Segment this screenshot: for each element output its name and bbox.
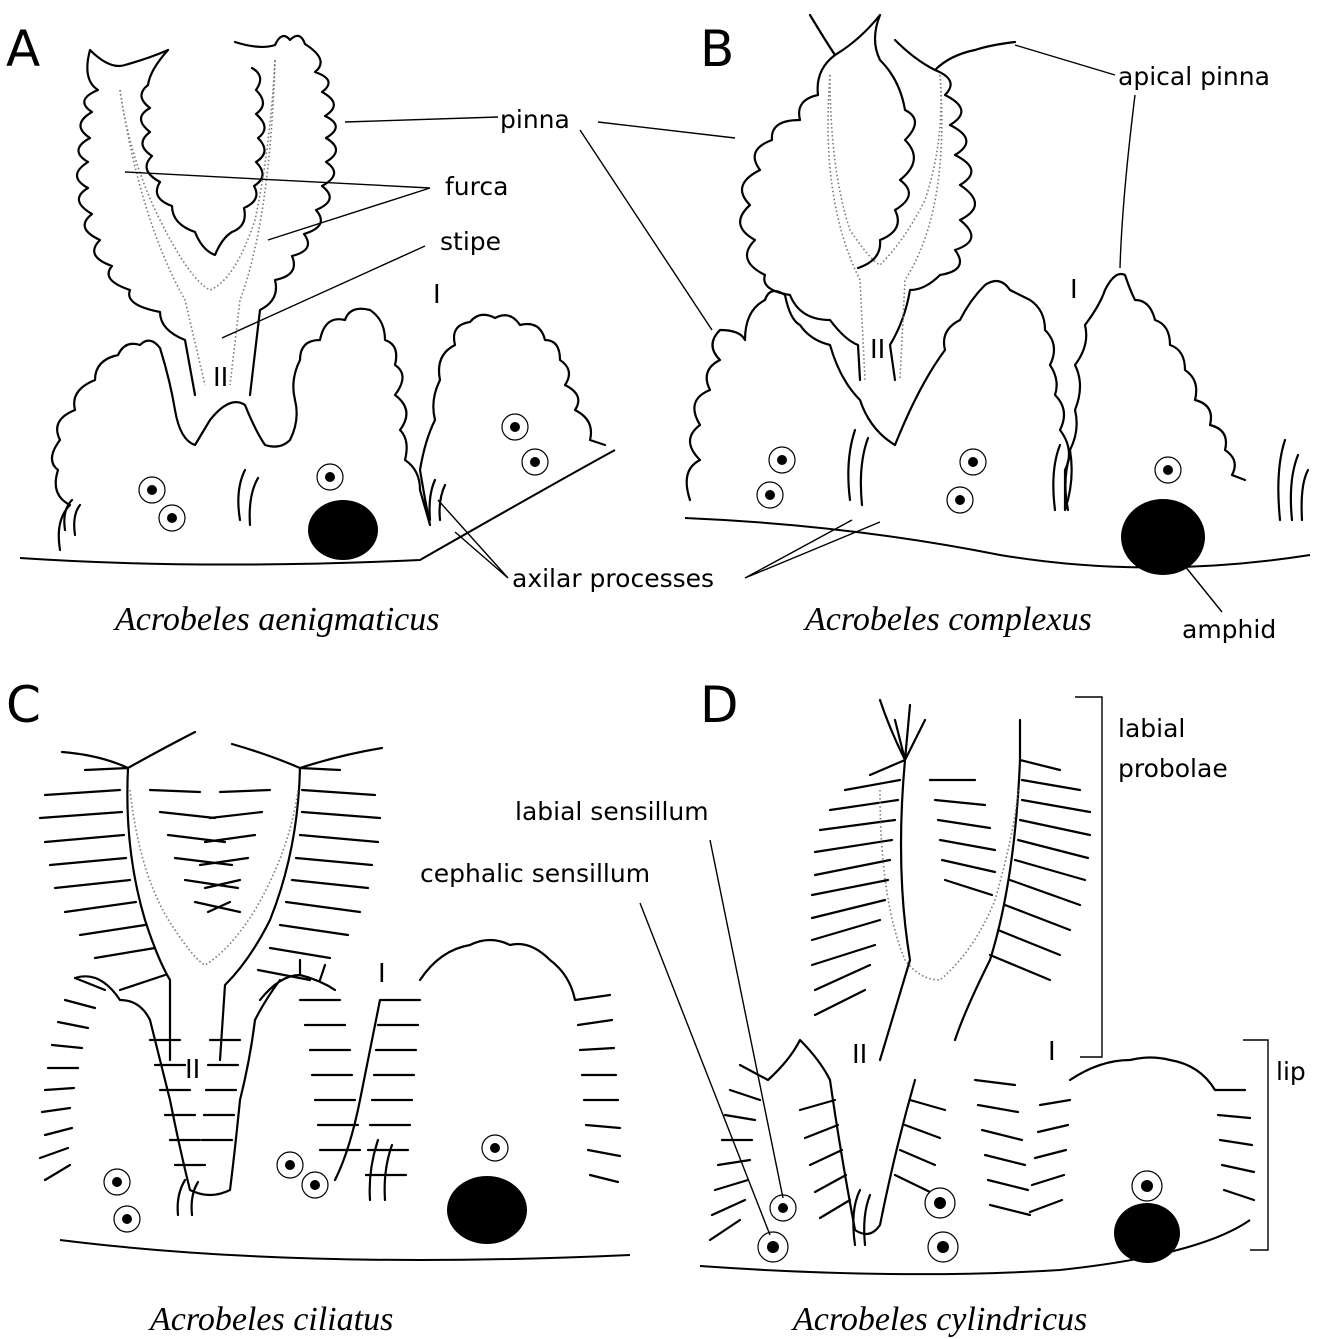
labial-probolae-label-line1: labial [1118,714,1185,743]
sensillum-dot [147,485,157,495]
caption-b: Acrobeles complexus [803,601,1092,638]
sensillum-dot [937,1241,949,1253]
panel-letter-d: D [700,676,739,734]
probola-label-ii: II [185,1055,200,1085]
cephalic-sensillum-label: cephalic sensillum [420,859,650,888]
furca-inner [120,60,275,290]
probola-label-ii: II [213,363,228,393]
labial-sensillum-label: labial sensillum [515,797,709,826]
amphid [1114,1203,1180,1263]
probola-outline [740,15,1015,380]
panel-a: A II I pinna furca stipe axilar processe… [6,20,880,638]
panel-letter-a: A [6,20,40,78]
probola-outline [812,700,1090,1060]
furca-label: furca [445,172,508,201]
panel-letter-c: C [6,676,41,734]
sensillum-dot [167,513,177,523]
probola-outline [40,732,382,1060]
sensillum-dot [1141,1180,1153,1192]
sensillum-dot [934,1197,946,1209]
amphid [308,500,378,560]
apical-pinna-label: apical pinna [1118,62,1270,91]
lip-base [60,1240,630,1260]
pinna-leader [580,122,735,330]
amphid-leader [1180,560,1222,612]
sensillum-dot [767,1241,779,1253]
probola-label-ii: II [870,335,885,365]
amphid [447,1176,527,1244]
probola-label-i: I [1048,1037,1056,1067]
apical-pinna-leader [1015,45,1135,268]
furca-inner [130,790,298,965]
panel-b: B II I apical pinna amphid Acrobeles com… [580,15,1310,644]
probola-label-i: I [433,280,441,310]
stipe-label: stipe [440,227,501,256]
amphid-label: amphid [1182,615,1276,644]
panel-letter-b: B [700,20,734,78]
sensillum-dot [778,1203,788,1213]
axilar-process [853,1190,870,1245]
sensillum-dot [765,490,775,500]
axilar-processes-label: axilar processes [512,564,714,593]
probola-label-i: I [378,959,386,989]
probola-label-i: I [1070,275,1078,305]
sensillum-dot [510,422,520,432]
sensillum-dot [122,1214,132,1224]
stipe-inner [120,60,275,385]
labial-probolae-bracket [1075,697,1102,1057]
probola-outline [77,36,336,395]
lip-label: lip [1276,1057,1306,1086]
sensillum-dot [955,495,965,505]
caption-d: Acrobeles cylindricus [791,1301,1087,1338]
sensillum-dot [310,1180,320,1190]
axilar-process [64,470,445,535]
lip-outline [40,940,620,1195]
sensillum-dot [112,1177,122,1187]
labial-probolae-label-line2: probolae [1118,754,1228,783]
pinna-leader [345,117,498,122]
probola-label-ii: II [852,1040,867,1070]
panel-c: C II I Acrobeles ciliatus [6,676,630,1338]
sensillum-dot [530,457,540,467]
axilar-process [848,430,1308,520]
amphid [1121,499,1205,575]
sensillum-dot [325,472,335,482]
sensillum-dot [490,1143,500,1153]
sensillum-dot [968,457,978,467]
labial-sensillum-leader [710,840,783,1198]
panel-d: D II I labial sensillum cephalic sensill… [420,676,1306,1338]
caption-c: Acrobeles ciliatus [148,1301,393,1338]
caption-a: Acrobeles aenigmaticus [113,601,440,638]
pinna-label: pinna [500,105,570,134]
cephalic-sensillum-leader [640,903,770,1235]
sensillum-dot [285,1160,295,1170]
sensillum-dot [1163,465,1173,475]
sensillum-dot [777,455,787,465]
